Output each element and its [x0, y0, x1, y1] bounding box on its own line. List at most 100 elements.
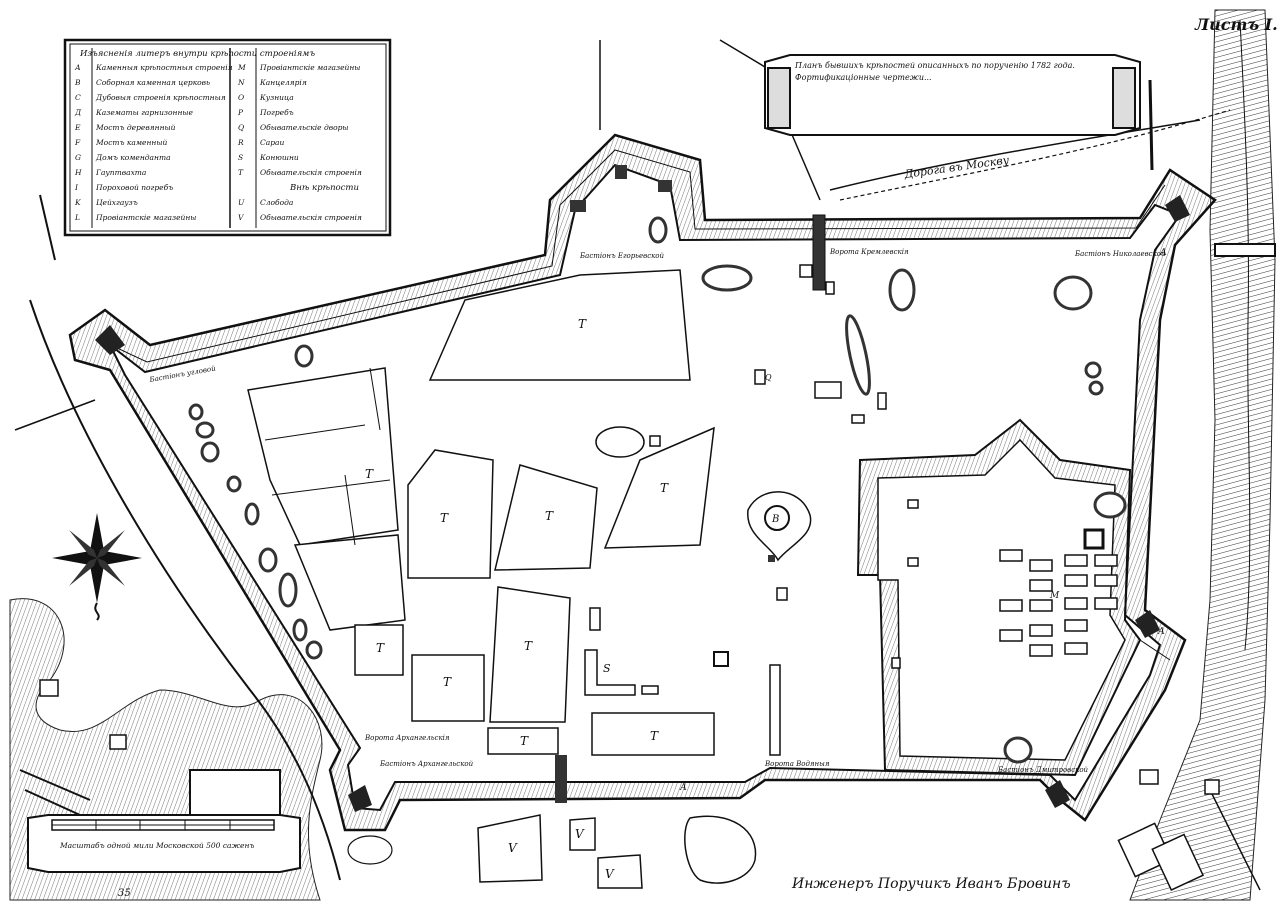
citadel-building-1	[907, 499, 919, 509]
sheet-label: Листъ I.	[1194, 15, 1278, 34]
legend-letter: Д	[74, 108, 82, 117]
building-q	[754, 369, 766, 385]
legend-text: Каменныя крѣпостныя строенія	[95, 63, 233, 72]
plot-t-3	[293, 534, 406, 631]
plot-letter: Т	[545, 509, 554, 523]
legend-letter: Q	[238, 123, 244, 132]
building-letter-m: М	[1049, 591, 1060, 601]
gate-label-bottom-left: Ворота Архангельскія	[364, 734, 450, 742]
building-o	[814, 381, 842, 399]
legend-letter: L	[74, 213, 80, 222]
pond-6	[648, 216, 668, 244]
plot-letter: Т	[660, 481, 669, 495]
building-top-right-2	[825, 281, 835, 295]
pond-7	[294, 344, 314, 368]
legend-text: Сараи	[260, 138, 284, 147]
bastion-tip-top-right	[1165, 195, 1190, 222]
plot-letter: Т	[578, 317, 587, 331]
legend-box-inner	[69, 43, 387, 232]
signature: Инженеръ Поручикъ Иванъ Бровинъ	[791, 876, 1071, 892]
legend-letter: I	[74, 183, 79, 192]
church-building	[764, 505, 790, 531]
plot-v-2	[569, 817, 596, 851]
building-letter-s: S	[603, 662, 611, 675]
bastion-tip-top-left	[95, 325, 125, 355]
bastion-label-bottom-left: Бастіонъ Архангельской	[379, 760, 474, 768]
bastion-label-top-right: Бастіонъ Николаевской	[1074, 250, 1166, 258]
building-small-2	[851, 414, 865, 424]
legend-letter: С	[75, 93, 81, 102]
pond-4	[1053, 275, 1093, 311]
legend-text: Дубовыя строенія крѣпостныя	[95, 93, 226, 102]
plot-v-1	[477, 814, 543, 883]
wall-letter-a: А	[679, 783, 687, 793]
road-bottom-left	[19, 769, 91, 816]
legend-letter: P	[237, 108, 244, 117]
title-cartouche	[764, 54, 1141, 136]
title-cartouche-roll-right	[1112, 67, 1136, 129]
legend-letter: G	[75, 153, 81, 162]
wall-letter-a: А	[1157, 627, 1165, 637]
building-outside-left-1	[109, 734, 127, 750]
legend-letter: U	[238, 198, 245, 207]
bastion-label-bottom-right: Бастіонъ Дмитровской	[997, 766, 1089, 774]
road-left-2	[14, 399, 96, 431]
pond-chain-left	[188, 403, 323, 660]
legend-letter: А	[74, 63, 81, 72]
pond-outside-2	[347, 835, 393, 865]
road-top	[719, 39, 821, 201]
legend-letter: В	[74, 78, 81, 87]
legend-letter: M	[237, 63, 246, 72]
legend-letter: K	[74, 198, 81, 207]
legend-subheading: Внѣ крѣпости	[289, 183, 359, 193]
pond-3	[888, 268, 916, 312]
legend-text: Обывательскія строенія	[260, 168, 362, 177]
plot-letter: Т	[440, 511, 449, 525]
wall-letter-a: А	[1159, 248, 1167, 258]
plot-t-7	[489, 586, 571, 723]
title-cartouche-text-box: Планъ бывшихъ крѣпостей описанныхъ по по…	[795, 61, 1075, 82]
legend-text: Конюшни	[259, 153, 299, 162]
scale-bar	[51, 819, 275, 831]
church-letter: В	[771, 514, 779, 525]
casemate-3	[658, 180, 672, 192]
pond-1	[595, 426, 645, 458]
legend-text: Пороховой погребъ	[95, 183, 173, 192]
legend-text: Обывательскіе дворы	[260, 123, 349, 132]
legend-text: Кузница	[259, 93, 294, 102]
building-outside-left-2	[39, 679, 59, 697]
page-mark: 35	[118, 888, 131, 899]
pond-11	[1088, 380, 1104, 396]
survey-line-right	[1148, 79, 1154, 171]
plot-letter-outside: V	[508, 841, 518, 855]
legend-letter: Е	[74, 123, 81, 132]
gate-top	[812, 214, 826, 291]
building-a	[776, 587, 788, 601]
casemate-2	[615, 165, 627, 179]
pond-5	[845, 314, 871, 396]
plot-letter: Т	[524, 639, 533, 653]
legend-letter: O	[238, 93, 244, 102]
road-top-right-2	[839, 109, 1231, 201]
pond-10	[1084, 361, 1102, 379]
road-label: Дорога въ Москву	[903, 153, 1011, 181]
title-cartouche-text: Планъ бывшихъ крѣпостей описанныхъ по по…	[795, 61, 1075, 82]
plot-letter: Т	[650, 729, 659, 743]
plot-letters: Т Т Т Т Т Т Т Т Т Т V V V В Q S М А А А	[365, 248, 1167, 881]
gate-bottom	[555, 755, 567, 803]
legend-text: Цейхгаузъ	[96, 198, 138, 207]
compass-rose-icon	[52, 513, 142, 621]
legend-text: Домъ коменданта	[95, 153, 171, 162]
casemate-1	[570, 200, 586, 212]
gate-label-bottom: Ворота Водяныя	[764, 760, 830, 768]
legend-text: Мостъ каменный	[95, 138, 167, 147]
bastion-label-top-mid: Бастіонъ Егорьевской	[579, 252, 665, 260]
legend-text: Соборная каменная церковь	[96, 78, 210, 87]
barracks-grid	[999, 549, 1118, 657]
legend-text: Канцелярія	[259, 78, 307, 87]
river-right	[1129, 9, 1276, 901]
plot-t-9	[354, 624, 404, 676]
plot-t-4	[407, 449, 494, 579]
road-right-bottom	[1209, 789, 1261, 891]
